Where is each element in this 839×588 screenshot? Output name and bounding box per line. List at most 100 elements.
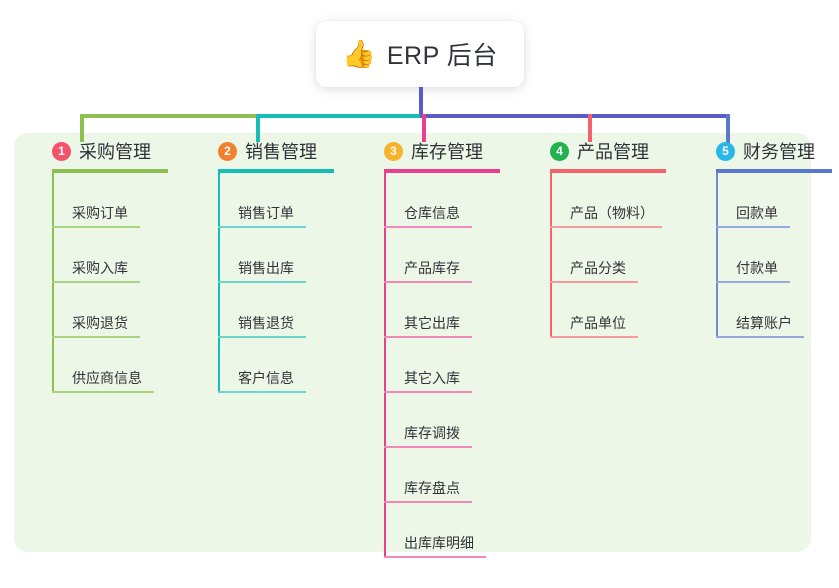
- list-item-rule: [550, 281, 638, 283]
- column-财务管理: 5 财务管理回款单付款单结算账户: [694, 133, 832, 338]
- column-title: 采购管理: [79, 142, 151, 162]
- connector-drop-产品管理: [588, 114, 592, 142]
- column-title: 财务管理: [743, 142, 815, 162]
- list-item[interactable]: 销售退货: [218, 283, 334, 338]
- bus-segment-2: [256, 114, 420, 118]
- column-stem: [716, 173, 718, 338]
- list-item-rule: [52, 336, 140, 338]
- list-item[interactable]: 供应商信息: [52, 338, 168, 393]
- list-item-label: 采购入库: [72, 260, 128, 276]
- list-item-label: 销售订单: [238, 205, 294, 221]
- list-item-rule: [52, 281, 140, 283]
- list-item[interactable]: 库存盘点: [384, 448, 500, 503]
- column-产品管理: 4 产品管理产品（物料） 产品分类产品单位: [528, 133, 666, 338]
- list-item-label: 采购退货: [72, 315, 128, 331]
- list-item[interactable]: 产品分类: [550, 228, 666, 283]
- connector-drop-采购管理: [80, 114, 84, 142]
- list-item-rule: [384, 556, 486, 558]
- diagram-panel: [14, 133, 811, 552]
- column-stem: [384, 173, 386, 558]
- list-item[interactable]: 产品单位: [550, 283, 666, 338]
- column-title: 销售管理: [245, 142, 317, 162]
- list-item[interactable]: 出库库明细: [384, 503, 500, 558]
- list-item-label: 库存调拨: [404, 425, 460, 441]
- column-header-产品管理[interactable]: 4 产品管理: [528, 133, 666, 169]
- list-item[interactable]: 其它入库: [384, 338, 500, 393]
- list-item[interactable]: 采购入库: [52, 228, 168, 283]
- list-item-label: 产品（物料）: [570, 205, 654, 221]
- list-item-label: 产品单位: [570, 315, 626, 331]
- bus-segment-1: [80, 114, 256, 118]
- list-item-label: 采购订单: [72, 205, 128, 221]
- column-stem: [52, 173, 54, 393]
- list-item-label: 其它出库: [404, 315, 460, 331]
- column-title: 库存管理: [411, 142, 483, 162]
- list-item-rule: [384, 501, 472, 503]
- list-item-rule: [716, 226, 790, 228]
- list-item-rule: [218, 391, 306, 393]
- list-item-rule: [52, 226, 140, 228]
- column-items: 销售订单销售出库销售退货客户信息: [218, 173, 334, 393]
- column-index-badge: 4: [550, 141, 569, 161]
- column-header-rule: [550, 169, 666, 173]
- list-item[interactable]: 付款单: [716, 228, 832, 283]
- column-stem: [218, 173, 220, 393]
- column-title: 产品管理: [577, 142, 649, 162]
- column-header-采购管理[interactable]: 1 采购管理: [30, 133, 168, 169]
- connector-drop-财务管理: [726, 114, 730, 150]
- list-item[interactable]: 销售订单: [218, 173, 334, 228]
- list-item-rule: [218, 226, 306, 228]
- root-connector-stem: [419, 87, 423, 116]
- list-item-label: 结算账户: [736, 315, 792, 331]
- list-item-rule: [384, 336, 472, 338]
- list-item-rule: [716, 336, 804, 338]
- column-items: 采购订单采购入库采购退货供应商信息: [52, 173, 168, 393]
- list-item-rule: [218, 336, 306, 338]
- connector-drop-库存管理: [422, 114, 426, 142]
- list-item-label: 供应商信息: [72, 370, 142, 386]
- list-item-label: 销售出库: [238, 260, 294, 276]
- list-item-rule: [550, 226, 662, 228]
- list-item-label: 库存盘点: [404, 480, 460, 496]
- thumbs-up-icon: 👍: [342, 38, 376, 69]
- column-header-销售管理[interactable]: 2 销售管理: [196, 133, 334, 169]
- list-item[interactable]: 产品库存: [384, 228, 500, 283]
- list-item[interactable]: 客户信息: [218, 338, 334, 393]
- list-item[interactable]: 采购退货: [52, 283, 168, 338]
- column-items: 回款单付款单结算账户: [716, 173, 832, 338]
- column-header-rule: [716, 169, 832, 173]
- list-item-label: 回款单: [736, 205, 778, 221]
- list-item-rule: [716, 281, 790, 283]
- list-item[interactable]: 采购订单: [52, 173, 168, 228]
- list-item-rule: [218, 281, 306, 283]
- column-index-badge: 1: [52, 141, 71, 161]
- column-header-财务管理[interactable]: 5 财务管理: [694, 133, 832, 169]
- column-items: 仓库信息产品库存其它出库其它入库库存调拨库存盘点出库库明细: [384, 173, 500, 558]
- list-item[interactable]: 产品（物料）: [550, 173, 666, 228]
- list-item[interactable]: 结算账户: [716, 283, 832, 338]
- column-header-库存管理[interactable]: 3 库存管理: [362, 133, 500, 169]
- column-index-badge: 2: [218, 141, 237, 161]
- column-header-rule: [218, 169, 334, 173]
- list-item-label: 产品分类: [570, 260, 626, 276]
- list-item[interactable]: 其它出库: [384, 283, 500, 338]
- list-item-rule: [384, 446, 472, 448]
- column-index-badge: 3: [384, 141, 403, 161]
- list-item[interactable]: 仓库信息: [384, 173, 500, 228]
- list-item[interactable]: 回款单: [716, 173, 832, 228]
- column-header-rule: [52, 169, 168, 173]
- list-item-label: 客户信息: [238, 370, 294, 386]
- list-item-label: 出库库明细: [404, 535, 474, 551]
- list-item-label: 其它入库: [404, 370, 460, 386]
- root-node-erp-backend[interactable]: 👍 ERP 后台: [316, 21, 524, 87]
- list-item[interactable]: 销售出库: [218, 228, 334, 283]
- list-item-label: 付款单: [736, 260, 778, 276]
- list-item[interactable]: 库存调拨: [384, 393, 500, 448]
- connector-drop-销售管理: [256, 114, 260, 142]
- column-销售管理: 2 销售管理销售订单销售出库销售退货客户信息: [196, 133, 334, 393]
- column-header-rule: [384, 169, 500, 173]
- list-item-label: 产品库存: [404, 260, 460, 276]
- list-item-rule: [52, 391, 154, 393]
- bus-segment-3: [420, 114, 726, 118]
- column-index-badge: 5: [716, 141, 735, 161]
